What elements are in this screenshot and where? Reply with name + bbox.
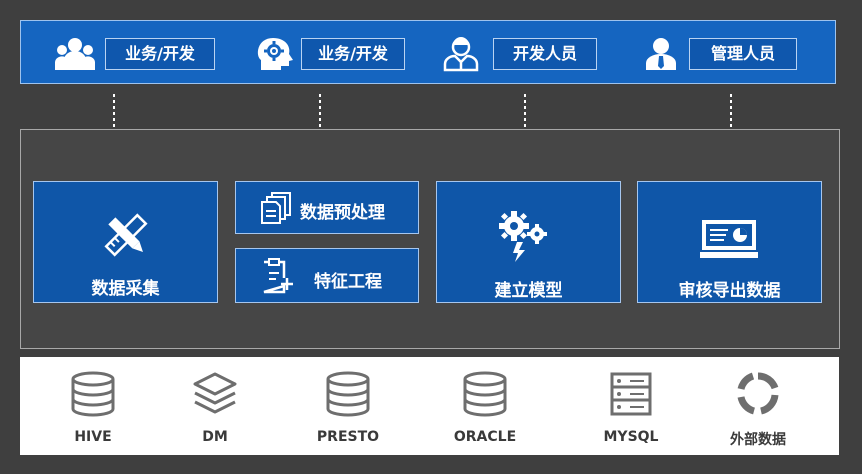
engineer-icon [443, 37, 479, 72]
source-label-hive: HIVE [74, 429, 112, 445]
step-data-preprocessing: 数据预处理 [235, 181, 419, 234]
monitor-chart-icon [700, 220, 758, 258]
database-icon [463, 371, 507, 417]
clipboard-add-icon [263, 258, 293, 294]
source-mysql: MYSQL [576, 371, 686, 451]
step-data-collection: 数据采集 [33, 181, 218, 303]
role-label-developers: 开发人员 [493, 38, 597, 70]
database-icon [326, 371, 370, 417]
step-label-feature: 特征工程 [314, 272, 382, 292]
ring-segments-icon [737, 372, 779, 415]
role-label-business-dev-2: 业务/开发 [301, 38, 405, 70]
role-label-managers: 管理人员 [689, 38, 797, 70]
gears-bolt-icon [499, 211, 547, 262]
step-label-review: 审核导出数据 [678, 281, 781, 301]
step-label-collection: 数据采集 [91, 279, 160, 299]
source-presto: PRESTO [293, 371, 403, 451]
data-source-panel: HIVE DM PRESTO [20, 357, 839, 455]
documents-icon [261, 192, 291, 224]
source-dm: DM [160, 371, 270, 451]
source-label-oracle: ORACLE [453, 429, 517, 445]
database-icon [71, 371, 115, 417]
step-label-model: 建立模型 [494, 281, 563, 301]
source-oracle: ORACLE [430, 371, 540, 451]
pencil-ruler-icon [104, 213, 148, 257]
source-label-dm: DM [202, 429, 228, 445]
manager-icon [646, 38, 676, 70]
source-hive: HIVE [38, 371, 148, 451]
step-feature-engineering: 特征工程 [235, 248, 419, 303]
server-icon [610, 372, 652, 416]
step-build-model: 建立模型 [436, 181, 621, 303]
source-label-mysql: MYSQL [603, 429, 659, 445]
step-review-export: 审核导出数据 [637, 181, 822, 303]
source-label-presto: PRESTO [316, 429, 380, 445]
source-label-external: 外部数据 [730, 432, 786, 448]
users-group-icon [55, 38, 95, 70]
role-bar: 业务/开发 业务/开发 开发人员 管理人员 [20, 20, 836, 84]
layers-icon [193, 372, 237, 414]
step-label-preprocessing: 数据预处理 [300, 203, 385, 223]
role-label-business-dev-1: 业务/开发 [105, 38, 215, 70]
source-external: 外部数据 [703, 371, 813, 451]
head-gear-icon [257, 38, 293, 70]
